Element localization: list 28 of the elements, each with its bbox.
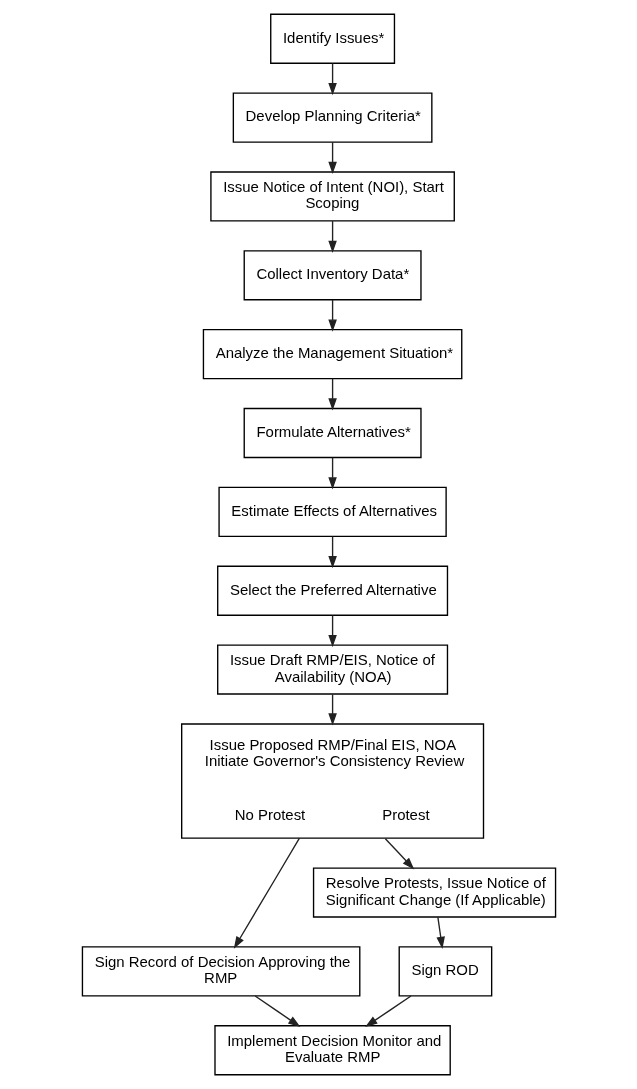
node-box: Implement Decision Monitor and Evaluate RMP — [213, 1025, 451, 1076]
arrow — [327, 535, 337, 569]
arrow — [327, 141, 337, 175]
arrow — [384, 838, 414, 870]
arrow — [327, 614, 337, 648]
node-box: Estimate Effects of Alternatives — [217, 486, 447, 537]
node-box: Analyze the Management Situation* — [202, 329, 462, 380]
node-box: Issue Proposed RMP/Final EIS, NOA Initiate Governor's Consistency Review No Protest Protest — [180, 723, 484, 839]
arrow — [327, 693, 337, 726]
node-box: Resolve Protests, Issue Notice of Significant Change (If Applicable) — [312, 867, 556, 918]
arrow — [327, 299, 337, 332]
node-box: Issue Draft RMP/EIS, Notice of Availability (NOA) — [216, 644, 448, 695]
node-box: Collect Inventory Data* — [243, 250, 422, 301]
arrow — [327, 378, 337, 411]
node-box: Formulate Alternatives* — [243, 407, 422, 459]
arrow — [364, 995, 412, 1027]
arrow — [327, 456, 337, 490]
arrow — [327, 220, 337, 253]
arrow — [435, 916, 445, 949]
node-box: Sign Record of Decision Approving the RMP — [81, 946, 360, 997]
arrow — [327, 62, 337, 96]
node-box: Identify Issues* — [269, 13, 395, 64]
arrow — [254, 995, 300, 1027]
arrow — [233, 837, 300, 949]
node-box: Sign ROD — [398, 946, 492, 997]
node-box: Develop Planning Criteria* — [232, 92, 432, 143]
node-box: Select the Preferred Alternative — [216, 565, 448, 616]
node-box: Issue Notice of Intent (NOI), Start Scoping — [209, 171, 455, 222]
